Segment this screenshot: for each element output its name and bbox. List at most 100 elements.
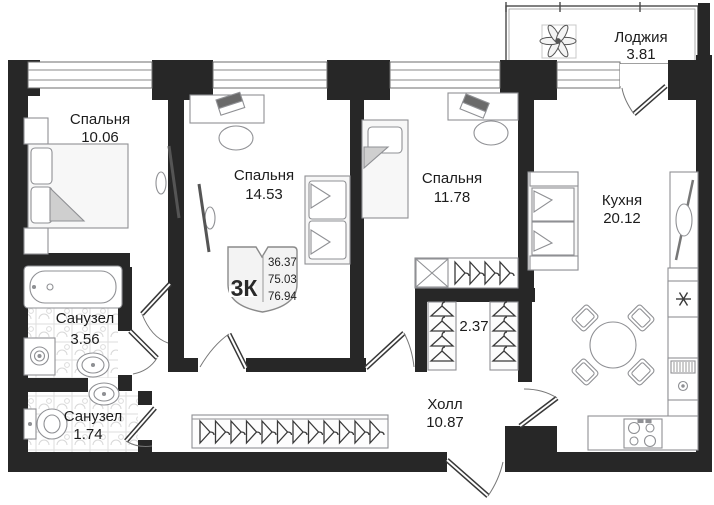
bathroom-2-fixtures [23,382,120,440]
tv-icon [197,183,216,253]
wall-bottom-left [8,452,447,472]
wall-bathroom2-right-stub [138,391,152,405]
bathroom-1-fixtures [23,265,123,378]
wall-right [696,55,712,472]
room-area: 10.87 [426,414,464,431]
nightstand-icon [23,227,49,255]
door-kitchen [518,388,559,428]
loggia: Лоджия 3.81 [505,2,699,65]
plant-icon [539,24,577,59]
closet-hangers [427,301,519,371]
window [556,61,621,89]
room-label: Лоджия [614,29,667,46]
window [27,61,153,89]
wall-bedroom2-bottom [246,358,366,372]
kitchen-furniture [527,171,699,451]
sink-icon [76,352,110,378]
badge-chip [229,286,255,297]
dishwasher-icon [667,357,699,401]
room-label: Спальня [70,111,130,128]
blanket-icon [49,186,86,222]
wall-bedroom1-bottom [28,253,130,267]
pillow-icon [310,183,332,209]
wall-loggia-right [698,3,710,55]
bathtub-icon [23,265,123,309]
wardrobe-icon [414,257,519,289]
wall-bedroom2-bottom-stub [184,358,198,372]
chair-icon [218,125,254,151]
kitchen-sink-icon [667,280,699,318]
badge-area-1: 36.37 [268,257,297,269]
room-label: Спальня [234,167,294,184]
room-label: Кухня [602,192,642,209]
door-bathroom-2 [124,406,157,447]
chair-icon [571,304,655,386]
room-label: Санузел [56,310,114,327]
wall-pillar [152,60,213,100]
bedroom-2-furniture [189,91,351,265]
washing-machine-icon [23,337,56,376]
sofa-icon [527,171,579,271]
bedroom-3-furniture [361,92,519,289]
wall-closet-left [415,302,427,372]
room-label: Холл [427,396,462,413]
room-area: 11.78 [434,189,470,206]
toilet-icon [23,408,68,440]
wall-bathroom1-right-stub [118,375,132,391]
wall-pillar [327,60,390,100]
room-area: 3.81 [626,46,655,63]
wall-bedroom3-bottom [415,288,535,302]
pillow-icon [30,147,53,185]
stove-icon [623,418,663,449]
pillow-icon [310,229,332,255]
door-entry [445,458,504,498]
nightstand-icon [23,117,49,145]
chair-icon [473,120,509,146]
blanket-icon [363,146,390,170]
room-area: 3.56 [70,331,99,348]
laptop-icon [459,93,490,119]
badge-area-3: 76.94 [268,291,297,303]
tv-icon [155,145,181,219]
door-bedroom-1 [140,282,172,344]
wall-bathrooms-divider [28,378,88,392]
hall-wardrobe-icon [191,414,389,449]
balcony-door-opening [620,64,668,86]
door-bedroom-2 [199,332,249,370]
walls [8,3,712,472]
badge-rooms: 3К [231,275,259,301]
door-loggia [621,84,668,116]
bedroom-1-furniture [23,117,181,255]
doors [124,84,668,498]
room-area: 20.12 [603,210,641,227]
furniture [23,91,699,451]
wall-left [8,60,28,472]
wall-bedroom1-bedroom2 [168,95,184,372]
room-label: Спальня [422,170,482,187]
fridge-icon [669,171,699,269]
room-area: 1.74 [73,426,102,443]
door-bedroom-3 [364,331,415,370]
wall-closet-right [518,290,532,382]
room-label: Санузел [64,408,122,425]
door-bathroom-1 [128,329,159,375]
room-labels: Спальня 10.06 Спальня 14.53 Спальня 11.7… [56,111,642,443]
apartment-badge: 3К 36.37 75.03 76.94 [227,246,298,313]
window [212,61,328,89]
wall-bedroom2-bedroom3 [350,95,364,368]
wall-step [505,426,557,452]
pillow-icon [30,186,53,224]
badge-area-2: 75.03 [268,274,297,286]
laptop-icon [215,91,246,116]
windows [27,61,668,89]
wall-pillar [668,60,712,100]
dining-table-icon [571,304,655,386]
wall-bottom-right [505,452,710,472]
sink-icon [88,382,120,406]
window [389,61,501,89]
loggia-outline [505,5,699,65]
room-area: 2.37 [459,318,488,335]
room-area: 10.06 [81,129,119,146]
